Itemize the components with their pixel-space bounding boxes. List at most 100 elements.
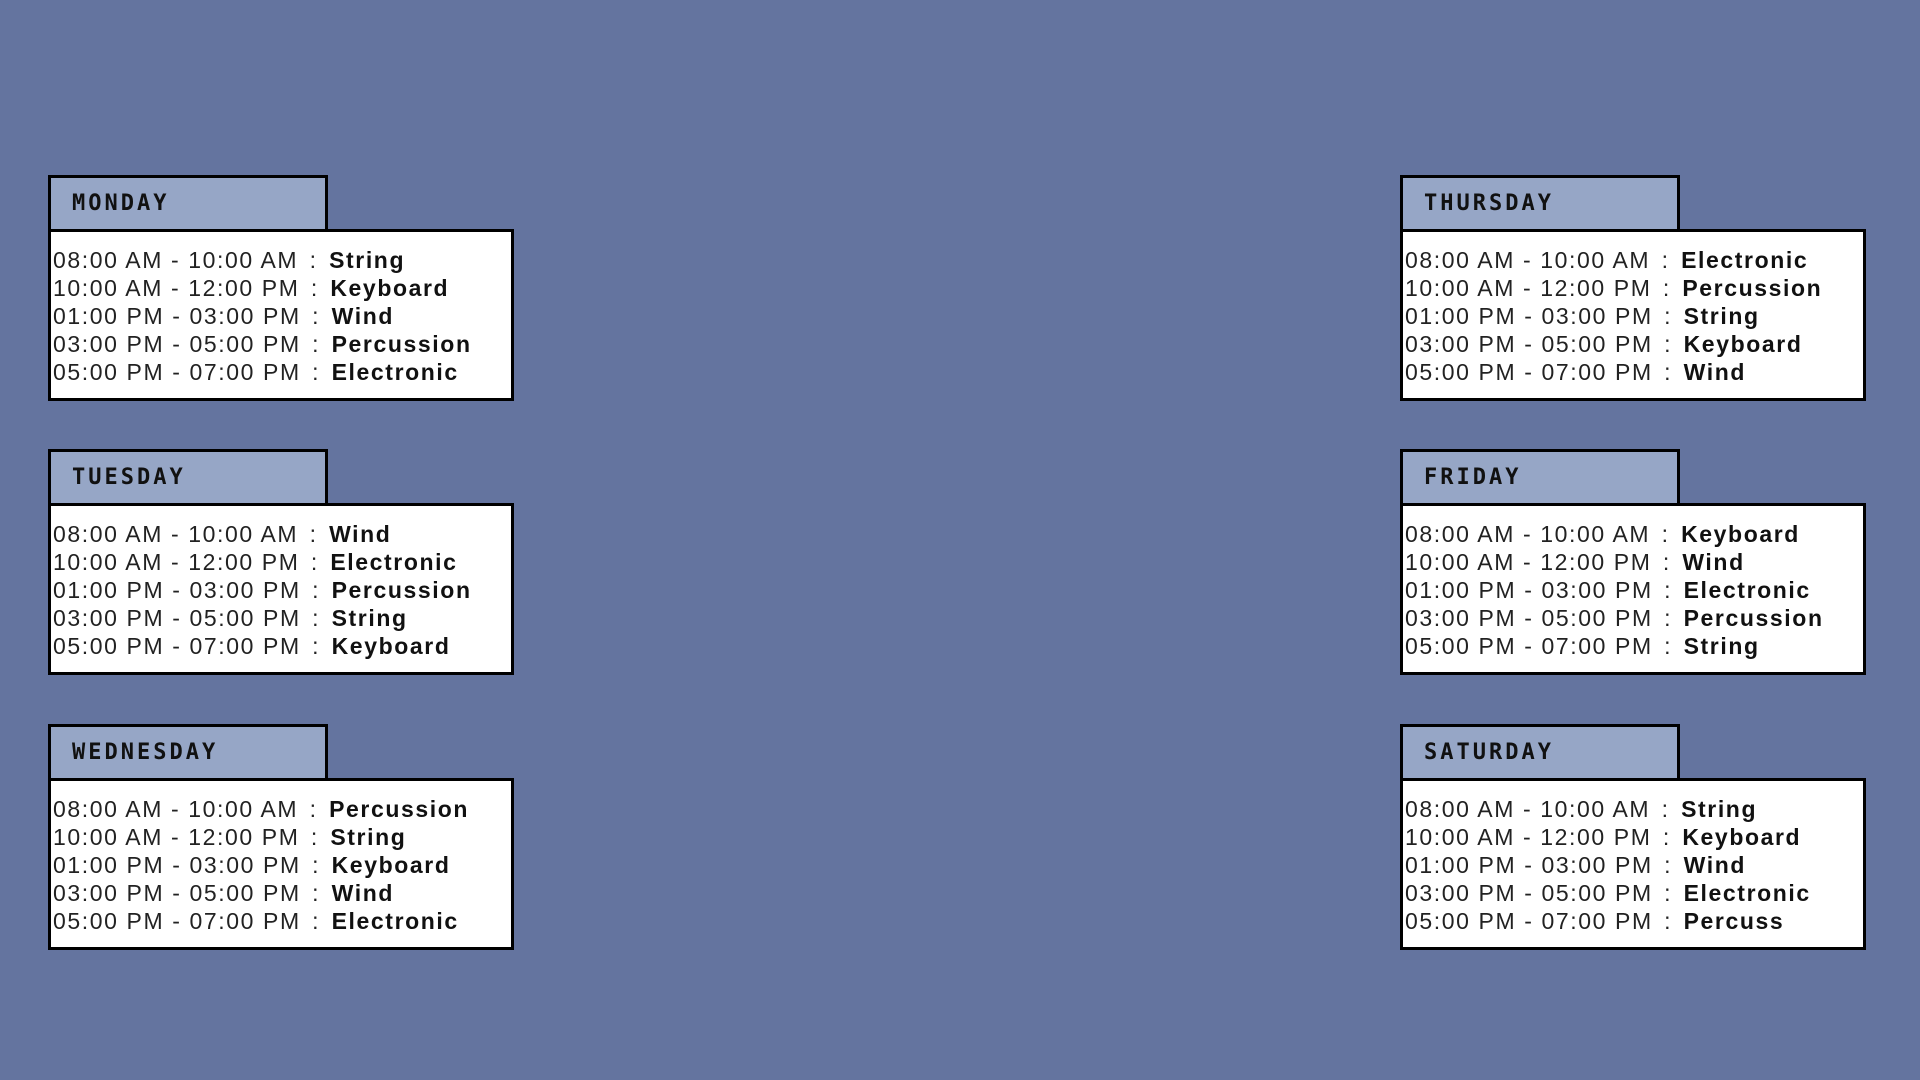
schedule-row: 10:00 AM - 12:00 PM : String xyxy=(53,823,511,851)
schedule-row: 05:00 PM - 07:00 PM : Keyboard xyxy=(53,632,511,660)
schedule-row: 01:00 PM - 03:00 PM : Electronic xyxy=(1405,576,1863,604)
schedule-row: 01:00 PM - 03:00 PM : Keyboard xyxy=(53,851,511,879)
time-range: 01:00 PM - 03:00 PM xyxy=(53,303,301,329)
instrument-category: Wind xyxy=(329,521,392,547)
separator-colon: : xyxy=(1656,908,1681,934)
time-range: 03:00 PM - 05:00 PM xyxy=(53,605,301,631)
schedule-row: 08:00 AM - 10:00 AM : String xyxy=(53,246,511,274)
schedule-row: 03:00 PM - 05:00 PM : Percussion xyxy=(53,330,511,358)
time-range: 08:00 AM - 10:00 AM xyxy=(1405,247,1651,273)
separator-colon: : xyxy=(304,605,329,631)
schedule-row: 03:00 PM - 05:00 PM : Percussion xyxy=(1405,604,1863,632)
schedule-row: 05:00 PM - 07:00 PM : String xyxy=(1405,632,1863,660)
separator-colon: : xyxy=(304,331,329,357)
day-header: FRIDAY xyxy=(1400,449,1680,503)
separator-colon: : xyxy=(1653,247,1678,273)
day-header: TUESDAY xyxy=(48,449,328,503)
separator-colon: : xyxy=(302,275,327,301)
schedule-row: 01:00 PM - 03:00 PM : Wind xyxy=(53,302,511,330)
schedule-row: 03:00 PM - 05:00 PM : Electronic xyxy=(1405,879,1863,907)
schedule-row: 10:00 AM - 12:00 PM : Keyboard xyxy=(53,274,511,302)
separator-colon: : xyxy=(304,633,329,659)
instrument-category: Percussion xyxy=(331,577,472,603)
time-range: 05:00 PM - 07:00 PM xyxy=(53,633,301,659)
schedule-row: 10:00 AM - 12:00 PM : Wind xyxy=(1405,548,1863,576)
separator-colon: : xyxy=(1654,275,1679,301)
instrument-category: Electronic xyxy=(331,908,459,934)
time-range: 01:00 PM - 03:00 PM xyxy=(53,577,301,603)
separator-colon: : xyxy=(302,549,327,575)
instrument-category: String xyxy=(1681,796,1758,822)
instrument-category: Keyboard xyxy=(1681,521,1800,547)
time-range: 08:00 AM - 10:00 AM xyxy=(1405,796,1651,822)
instrument-category: Percussion xyxy=(331,331,472,357)
schedule-row: 01:00 PM - 03:00 PM : Wind xyxy=(1405,851,1863,879)
instrument-category: String xyxy=(329,247,406,273)
day-header: THURSDAY xyxy=(1400,175,1680,229)
instrument-category: Electronic xyxy=(331,359,459,385)
schedule-row: 08:00 AM - 10:00 AM : Electronic xyxy=(1405,246,1863,274)
time-range: 01:00 PM - 03:00 PM xyxy=(1405,303,1653,329)
schedule-row: 03:00 PM - 05:00 PM : String xyxy=(53,604,511,632)
instrument-category: Wind xyxy=(331,880,394,906)
instrument-category: Electronic xyxy=(1683,880,1811,906)
schedule-row: 10:00 AM - 12:00 PM : Electronic xyxy=(53,548,511,576)
time-range: 03:00 PM - 05:00 PM xyxy=(53,880,301,906)
separator-colon: : xyxy=(301,521,326,547)
schedule-row: 03:00 PM - 05:00 PM : Wind xyxy=(53,879,511,907)
instrument-category: Keyboard xyxy=(1682,824,1802,850)
separator-colon: : xyxy=(304,880,329,906)
time-range: 03:00 PM - 05:00 PM xyxy=(1405,880,1653,906)
schedule-row: 03:00 PM - 05:00 PM : Keyboard xyxy=(1405,330,1863,358)
schedule-row: 10:00 AM - 12:00 PM : Percussion xyxy=(1405,274,1863,302)
schedule-row: 08:00 AM - 10:00 AM : Wind xyxy=(53,520,511,548)
time-range: 05:00 PM - 07:00 PM xyxy=(1405,633,1653,659)
instrument-category: Percussion xyxy=(329,796,470,822)
day-header: SATURDAY xyxy=(1400,724,1680,778)
schedule-row: 10:00 AM - 12:00 PM : Keyboard xyxy=(1405,823,1863,851)
instrument-category: Keyboard xyxy=(331,852,451,878)
separator-colon: : xyxy=(304,577,329,603)
time-range: 10:00 AM - 12:00 PM xyxy=(1405,275,1652,301)
schedule-row: 08:00 AM - 10:00 AM : String xyxy=(1405,795,1863,823)
instrument-category: Keyboard xyxy=(331,633,451,659)
instrument-category: Electronic xyxy=(1681,247,1809,273)
instrument-category: Wind xyxy=(1682,549,1745,575)
separator-colon: : xyxy=(1653,521,1678,547)
schedule-row: 01:00 PM - 03:00 PM : Percussion xyxy=(53,576,511,604)
time-range: 05:00 PM - 07:00 PM xyxy=(1405,908,1653,934)
instrument-category: String xyxy=(1683,303,1760,329)
instrument-category: Wind xyxy=(331,303,394,329)
separator-colon: : xyxy=(1656,359,1681,385)
time-range: 10:00 AM - 12:00 PM xyxy=(1405,549,1652,575)
separator-colon: : xyxy=(301,796,326,822)
separator-colon: : xyxy=(1656,605,1681,631)
separator-colon: : xyxy=(1656,577,1681,603)
time-range: 05:00 PM - 07:00 PM xyxy=(1405,359,1653,385)
time-range: 05:00 PM - 07:00 PM xyxy=(53,908,301,934)
time-range: 03:00 PM - 05:00 PM xyxy=(53,331,301,357)
time-range: 10:00 AM - 12:00 PM xyxy=(53,824,300,850)
time-range: 03:00 PM - 05:00 PM xyxy=(1405,331,1653,357)
time-range: 08:00 AM - 10:00 AM xyxy=(1405,521,1651,547)
instrument-category: Percuss xyxy=(1683,908,1785,934)
time-range: 01:00 PM - 03:00 PM xyxy=(1405,577,1653,603)
time-range: 01:00 PM - 03:00 PM xyxy=(1405,852,1653,878)
schedule-row: 08:00 AM - 10:00 AM : Keyboard xyxy=(1405,520,1863,548)
separator-colon: : xyxy=(304,359,329,385)
separator-colon: : xyxy=(301,247,326,273)
schedule-row: 05:00 PM - 07:00 PM : Electronic xyxy=(53,907,511,935)
separator-colon: : xyxy=(304,852,329,878)
time-range: 08:00 AM - 10:00 AM xyxy=(53,521,299,547)
instrument-category: Wind xyxy=(1683,359,1746,385)
separator-colon: : xyxy=(1654,549,1679,575)
separator-colon: : xyxy=(302,824,327,850)
instrument-category: Keyboard xyxy=(330,275,450,301)
